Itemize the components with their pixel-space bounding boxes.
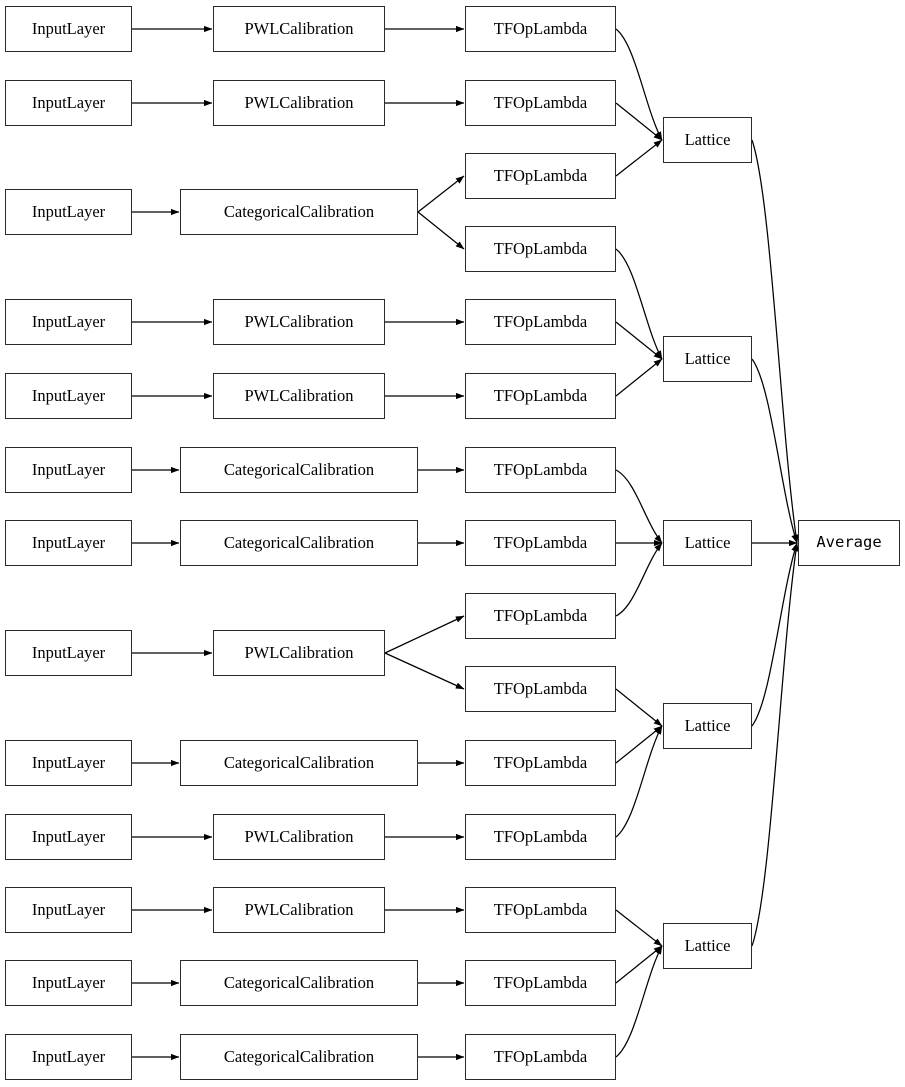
graph-edge [384,652,465,690]
graph-edge [615,102,663,141]
graph-node-pwl-calibration[interactable]: PWLCalibration [213,80,385,126]
graph-node-average[interactable]: Average [798,520,900,566]
graph-node-tfoplambda[interactable]: TFOpLambda [465,299,616,345]
graph-node-tfoplambda[interactable]: TFOpLambda [465,740,616,786]
graph-node-tfoplambda[interactable]: TFOpLambda [465,520,616,566]
graph-edge [615,688,663,727]
graph-node-input-layer[interactable]: InputLayer [5,960,132,1006]
graph-node-tfoplambda[interactable]: TFOpLambda [465,6,616,52]
graph-node-categorical-calibration[interactable]: CategoricalCalibration [180,189,418,235]
graph-edge [615,945,663,984]
graph-edge [751,358,798,544]
graph-node-input-layer[interactable]: InputLayer [5,520,132,566]
graph-node-input-layer[interactable]: InputLayer [5,373,132,419]
graph-node-pwl-calibration[interactable]: PWLCalibration [213,887,385,933]
graph-edge [615,358,663,397]
graph-edge [417,211,465,250]
graph-edge [384,615,465,654]
graph-node-lattice[interactable]: Lattice [663,703,752,749]
graph-node-tfoplambda[interactable]: TFOpLambda [465,447,616,493]
graph-edge [615,725,663,764]
graph-node-categorical-calibration[interactable]: CategoricalCalibration [180,960,418,1006]
graph-edge [615,321,663,360]
graph-node-pwl-calibration[interactable]: PWLCalibration [213,373,385,419]
graph-edge [751,542,798,727]
graph-node-tfoplambda[interactable]: TFOpLambda [465,666,616,712]
graph-node-input-layer[interactable]: InputLayer [5,80,132,126]
graph-node-tfoplambda[interactable]: TFOpLambda [465,887,616,933]
graph-edge [417,175,465,213]
graph-node-input-layer[interactable]: InputLayer [5,299,132,345]
graph-node-tfoplambda[interactable]: TFOpLambda [465,80,616,126]
graph-node-tfoplambda[interactable]: TFOpLambda [465,593,616,639]
graph-node-lattice[interactable]: Lattice [663,923,752,969]
graph-node-lattice[interactable]: Lattice [663,336,752,382]
graph-node-lattice[interactable]: Lattice [663,117,752,163]
graph-node-pwl-calibration[interactable]: PWLCalibration [213,6,385,52]
graph-node-lattice[interactable]: Lattice [663,520,752,566]
graph-node-input-layer[interactable]: InputLayer [5,447,132,493]
graph-node-input-layer[interactable]: InputLayer [5,887,132,933]
graph-node-tfoplambda[interactable]: TFOpLambda [465,1034,616,1080]
graph-node-pwl-calibration[interactable]: PWLCalibration [213,299,385,345]
graph-node-tfoplambda[interactable]: TFOpLambda [465,226,616,272]
graph-edge [615,469,663,544]
graph-edge [615,248,663,360]
graph-node-input-layer[interactable]: InputLayer [5,1034,132,1080]
graph-node-input-layer[interactable]: InputLayer [5,630,132,676]
graph-node-categorical-calibration[interactable]: CategoricalCalibration [180,520,418,566]
graph-edge [751,139,799,544]
graph-node-input-layer[interactable]: InputLayer [5,814,132,860]
graph-edge [615,909,663,947]
graph-node-input-layer[interactable]: InputLayer [5,189,132,235]
graph-node-categorical-calibration[interactable]: CategoricalCalibration [180,740,418,786]
graph-node-categorical-calibration[interactable]: CategoricalCalibration [180,1034,418,1080]
graph-node-categorical-calibration[interactable]: CategoricalCalibration [180,447,418,493]
graph-edge [751,542,799,947]
graph-node-pwl-calibration[interactable]: PWLCalibration [213,814,385,860]
graph-edge [615,725,663,838]
graph-edge [615,139,663,177]
graph-node-pwl-calibration[interactable]: PWLCalibration [213,630,385,676]
graph-edge [615,542,663,617]
graph-edge [615,28,663,141]
graph-node-tfoplambda[interactable]: TFOpLambda [465,960,616,1006]
graph-node-tfoplambda[interactable]: TFOpLambda [465,153,616,199]
graph-node-tfoplambda[interactable]: TFOpLambda [465,814,616,860]
graph-node-input-layer[interactable]: InputLayer [5,6,132,52]
graph-node-tfoplambda[interactable]: TFOpLambda [465,373,616,419]
graph-node-input-layer[interactable]: InputLayer [5,740,132,786]
graph-edge [615,945,663,1058]
